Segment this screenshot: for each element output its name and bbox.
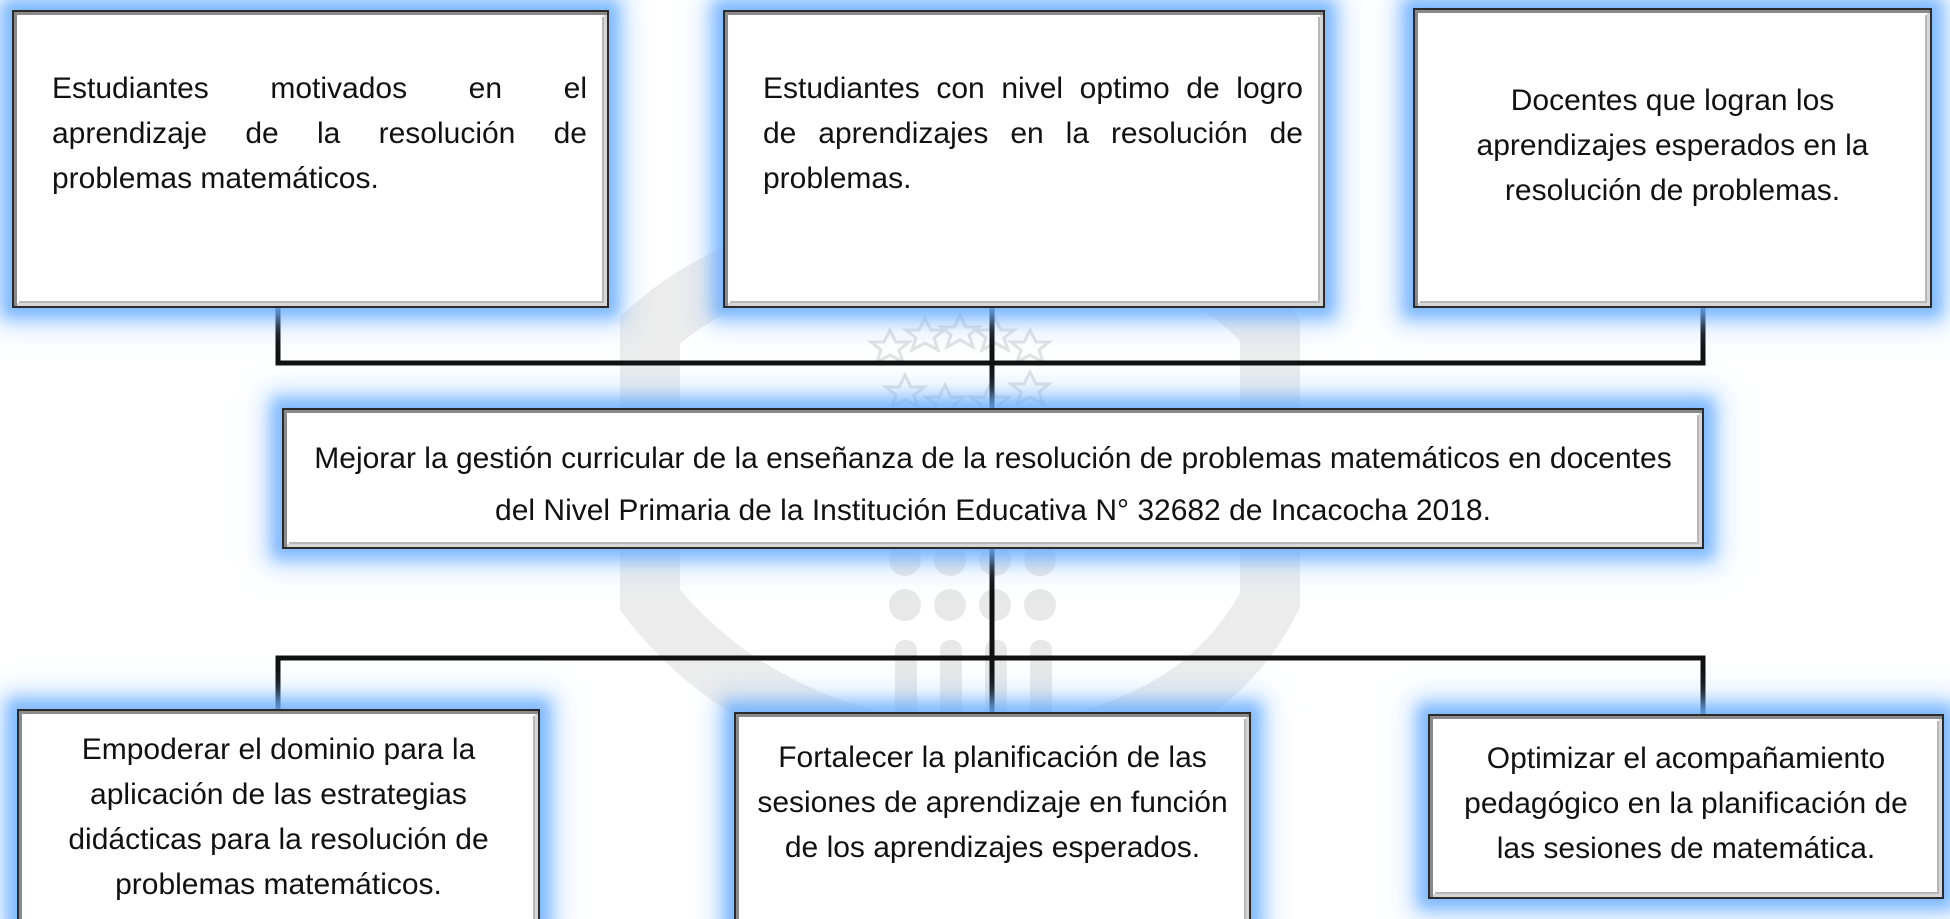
- effect-text-3: Docentes que logran los aprendizajes esp…: [1476, 84, 1869, 207]
- means-box-3: Optimizar el acompañamiento pedagógico e…: [1428, 714, 1944, 899]
- effect-box-1: Estudiantes motivados en el aprendizaje …: [12, 10, 609, 308]
- effect-box-3: Docentes que logran los aprendizajes esp…: [1413, 8, 1932, 308]
- means-text-1: Empoderar el dominio para la aplicación …: [68, 733, 489, 901]
- means-text-2: Fortalecer la planificación de las sesio…: [757, 741, 1228, 864]
- means-text-3: Optimizar el acompañamiento pedagógico e…: [1464, 742, 1908, 865]
- effect-box-2: Estudiantes con nivel optimo de logro de…: [723, 10, 1325, 308]
- means-box-1: Empoderar el dominio para la aplicación …: [17, 709, 540, 919]
- effect-text-1: Estudiantes motivados en el aprendizaje …: [52, 72, 587, 195]
- effect-text-2: Estudiantes con nivel optimo de logro de…: [763, 72, 1303, 195]
- objective-text: Mejorar la gestión curricular de la ense…: [314, 442, 1672, 527]
- means-box-2: Fortalecer la planificación de las sesio…: [734, 712, 1251, 919]
- objective-box: Mejorar la gestión curricular de la ense…: [282, 408, 1704, 549]
